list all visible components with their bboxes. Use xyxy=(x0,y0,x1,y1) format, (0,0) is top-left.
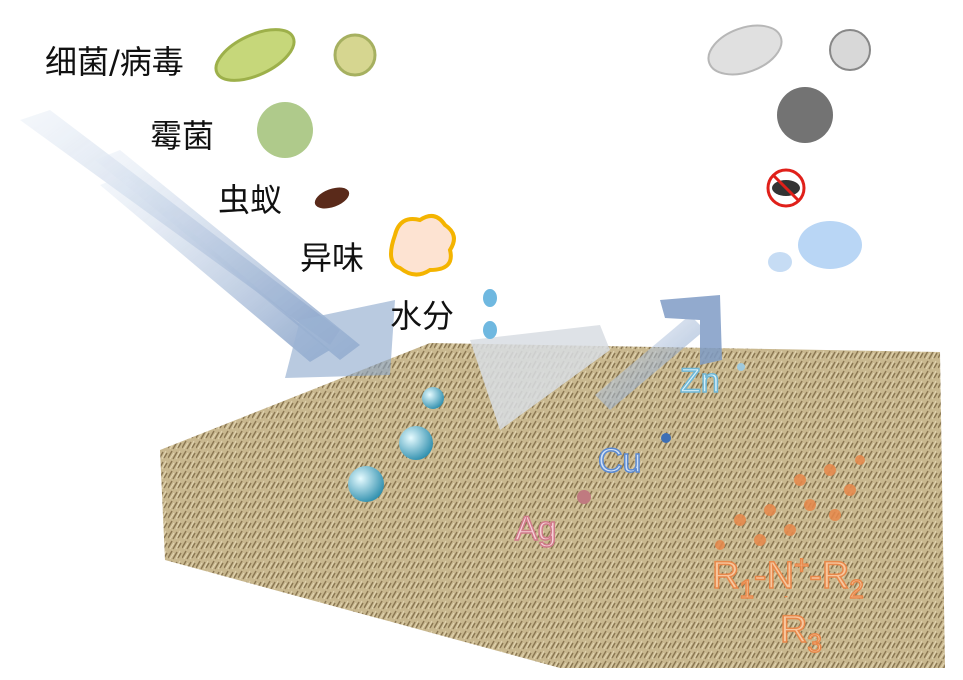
particle xyxy=(348,466,384,502)
label-moisture: 水分 xyxy=(390,297,455,335)
label-mold: 霉菌 xyxy=(150,117,215,155)
formula-bond: ˈ xyxy=(782,596,790,610)
water-drop-icon xyxy=(483,289,497,339)
ag-particle xyxy=(577,490,591,504)
formula-r3-subscript: 3 xyxy=(807,628,823,658)
label-odor: 异味 xyxy=(300,239,365,277)
label-insects: 虫蚁 xyxy=(218,181,283,219)
neutralized-virus-icon xyxy=(829,29,871,71)
incoming-arrows xyxy=(20,110,395,378)
formula-main-line: R1-N+-R2 xyxy=(711,551,864,603)
outgoing-arrow xyxy=(595,295,722,410)
formula-nitrogen: -N xyxy=(753,555,795,597)
mold-icon xyxy=(257,102,313,158)
zn-particle xyxy=(737,363,745,371)
fabric-surface xyxy=(160,343,945,668)
formula-r1-subscript: 1 xyxy=(739,574,755,604)
mesh-patch xyxy=(470,325,610,430)
formula-charge: + xyxy=(793,550,810,580)
neutralized-mold-icon xyxy=(777,87,833,143)
no-insect-icon xyxy=(766,168,806,208)
formula-r1: R xyxy=(711,555,740,597)
virus-icon xyxy=(333,33,377,77)
label-bacteria-virus: 细菌/病毒 xyxy=(45,43,184,81)
label-cu: Cu xyxy=(597,441,642,481)
formula-r3: R xyxy=(779,609,808,651)
bacteria-icon xyxy=(214,28,296,82)
label-zn: Zn xyxy=(679,361,720,401)
odor-cloud-icon xyxy=(389,214,456,277)
cu-particle xyxy=(661,433,671,443)
formula-r2-subscript: 2 xyxy=(849,574,865,604)
particle xyxy=(399,426,433,460)
molecule-cluster xyxy=(715,455,865,550)
small-cloud-icon xyxy=(768,252,792,272)
fresh-air-cloud-icon xyxy=(798,221,862,269)
neutralized-bacteria-icon xyxy=(707,24,783,76)
label-ag: Ag xyxy=(514,509,557,549)
particle xyxy=(422,387,444,409)
insect-icon xyxy=(314,187,350,209)
quaternary-ammonium-formula: R1-N+-R2 ˈ R3 xyxy=(711,551,864,657)
formula-r3-group: R3 xyxy=(779,609,822,657)
formula-r2: -R xyxy=(808,555,850,597)
